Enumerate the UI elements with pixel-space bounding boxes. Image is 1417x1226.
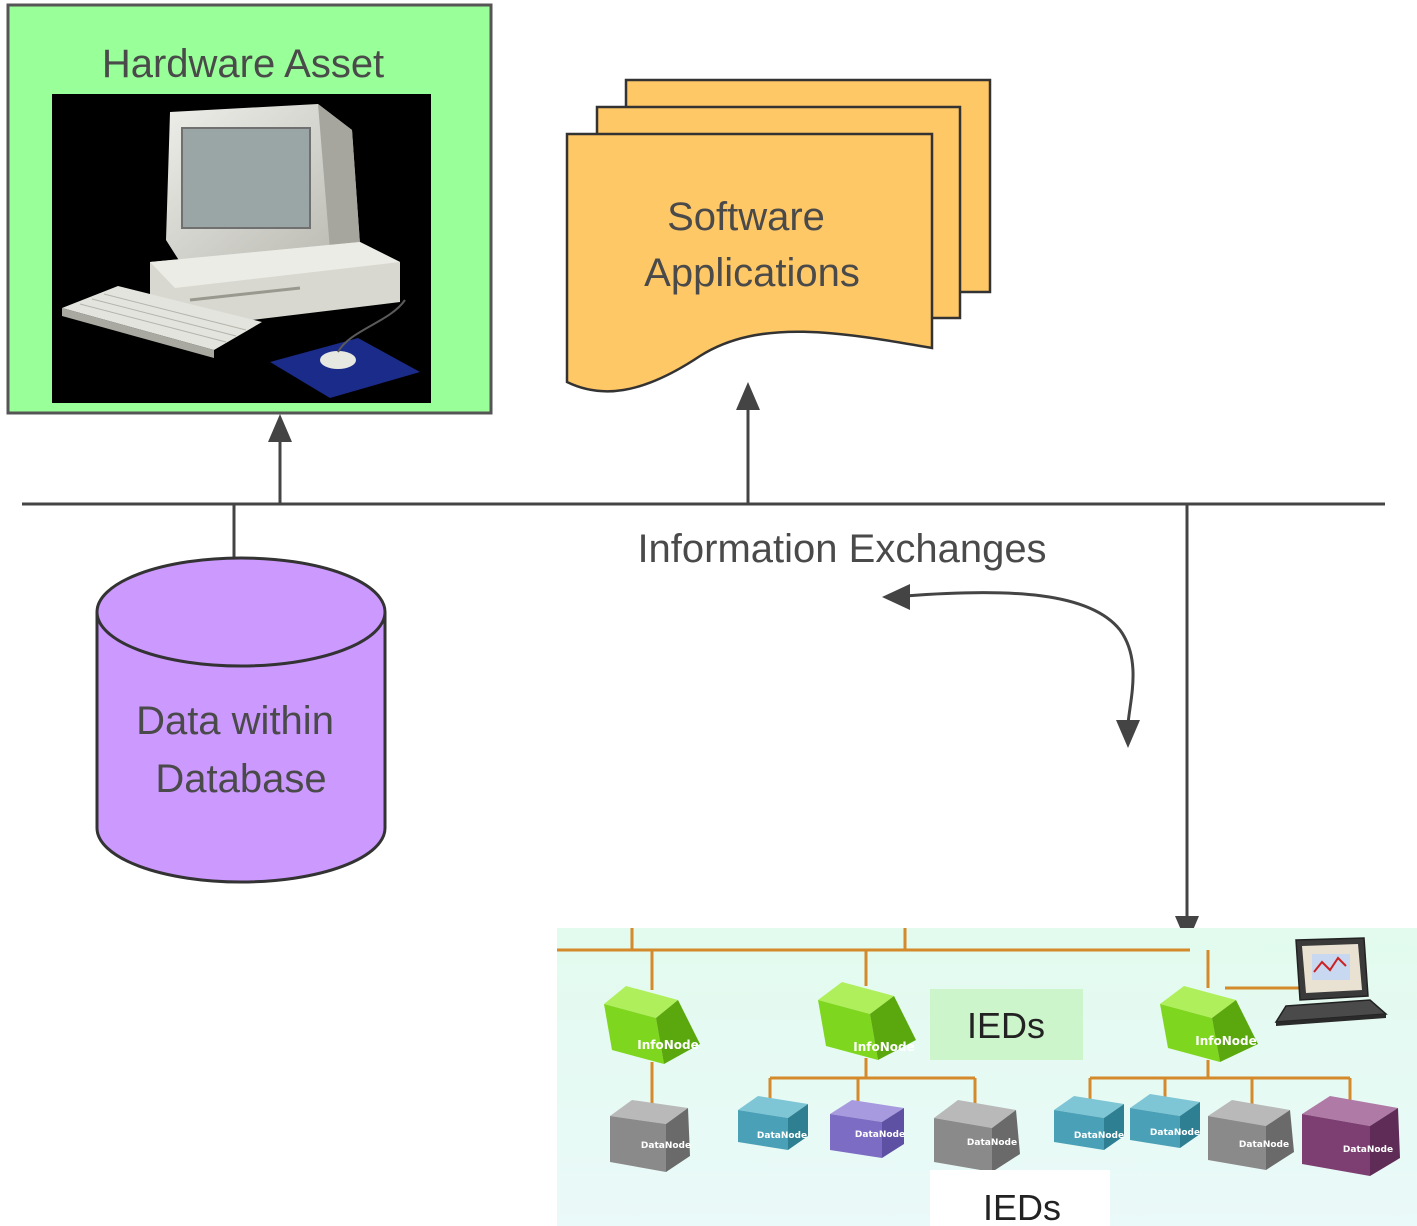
ieds-label-bottom: IEDs — [983, 1187, 1061, 1226]
data-node: DataNode — [1302, 1096, 1400, 1176]
arrowhead-software — [736, 382, 760, 410]
data-node: DataNode — [1208, 1100, 1294, 1170]
database-label-line2: Database — [155, 757, 326, 801]
software-label-line2: Applications — [644, 251, 860, 295]
info-node: InfoNode — [604, 986, 700, 1064]
data-node: DataNode — [830, 1100, 905, 1158]
data-node: DataNode — [1130, 1094, 1200, 1148]
information-exchanges-label: Information Exchanges — [637, 527, 1046, 571]
data-node: DataNode — [610, 1100, 691, 1172]
ieds-label-middle: IEDs — [967, 1005, 1045, 1046]
data-node-label: DataNode — [1239, 1140, 1289, 1150]
software-label-line1: Software — [667, 195, 825, 239]
ied-network-panel: InfoNode InfoNode InfoNode DataNode Data… — [557, 928, 1417, 1226]
data-node-label: DataNode — [757, 1131, 807, 1141]
software-applications-stack: Software Applications — [565, 78, 992, 393]
data-node-label: DataNode — [641, 1141, 691, 1151]
network-wiring — [557, 928, 1352, 1108]
data-node-label: DataNode — [1074, 1131, 1124, 1141]
information-bus — [22, 408, 1385, 920]
computer-icon — [62, 104, 420, 398]
arrowhead-curve-left — [882, 584, 910, 610]
data-node-label: DataNode — [1343, 1145, 1393, 1155]
curved-double-arrow — [904, 591, 1135, 725]
data-node-label: DataNode — [967, 1138, 1017, 1148]
info-node: InfoNode — [1160, 986, 1258, 1062]
info-node-label: InfoNode — [637, 1038, 699, 1052]
data-node: DataNode — [1054, 1096, 1124, 1150]
data-node: DataNode — [934, 1100, 1020, 1172]
info-node-label: InfoNode — [853, 1040, 915, 1054]
data-node: DataNode — [738, 1096, 808, 1150]
ieds-label-middle-box: IEDs — [930, 989, 1083, 1060]
info-node-label: InfoNode — [1195, 1034, 1257, 1048]
arrowhead-hardware — [268, 414, 292, 442]
database-cylinder: Data within Database — [95, 556, 387, 884]
ieds-label-bottom-box: IEDs — [930, 1170, 1110, 1226]
database-label-line1: Data within — [136, 699, 334, 743]
hardware-asset-box: Hardware Asset — [6, 3, 493, 415]
laptop-icon — [1274, 937, 1388, 1026]
arrowhead-curve-down — [1116, 720, 1140, 748]
hardware-asset-label: Hardware Asset — [102, 42, 384, 86]
info-node: InfoNode — [818, 982, 916, 1060]
data-node-label: DataNode — [1150, 1128, 1200, 1138]
data-node-label: DataNode — [855, 1130, 905, 1140]
